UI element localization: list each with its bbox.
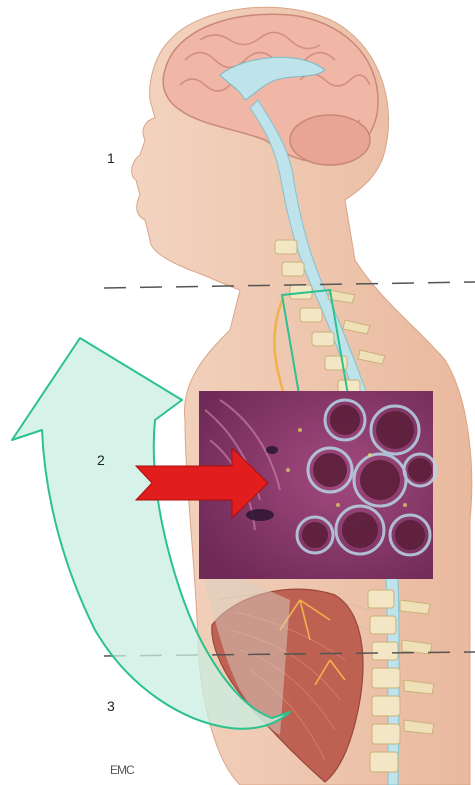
region-label-3: 3 <box>107 698 115 714</box>
region-label-2: 2 <box>97 452 105 468</box>
region-label-1: 1 <box>107 150 115 166</box>
cerebellum <box>290 115 370 165</box>
publisher-credit: EMC <box>110 763 134 777</box>
